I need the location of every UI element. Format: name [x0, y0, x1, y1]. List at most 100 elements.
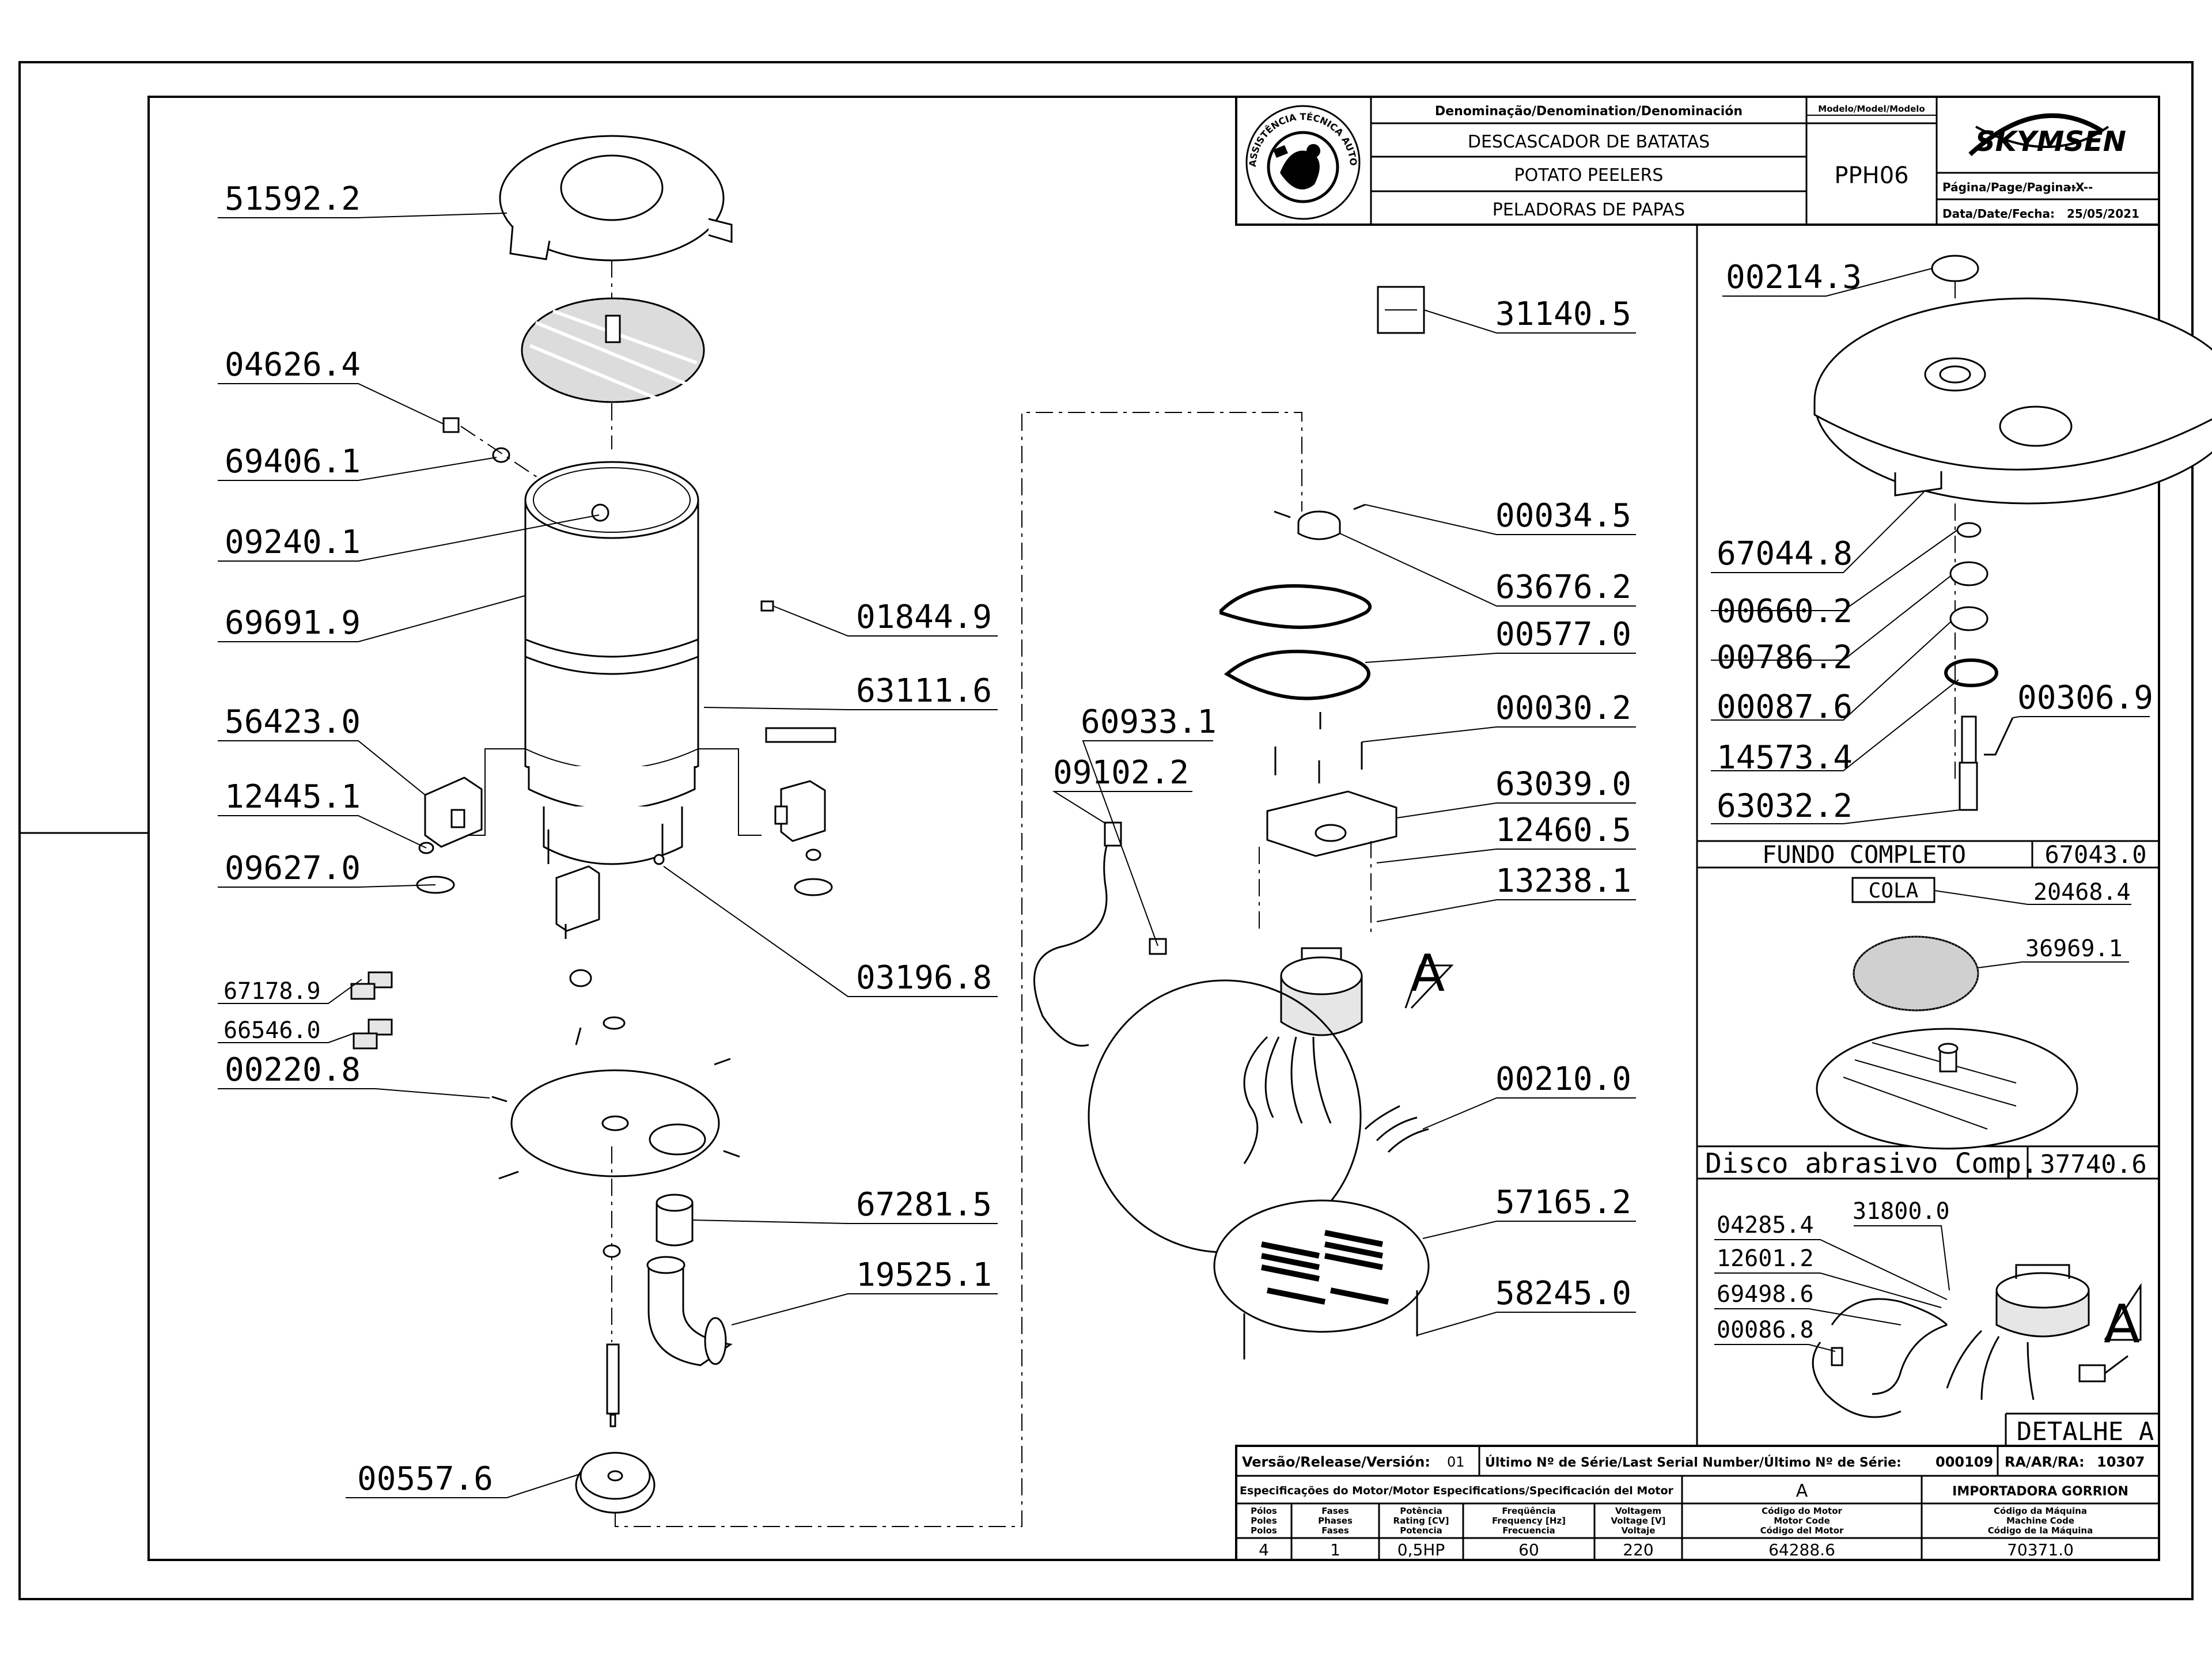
col-header-motor-code: Código do Motor Motor Code Código del Mo… [1760, 1506, 1844, 1536]
part-label-67044-8: 67044.8 [1717, 535, 1853, 573]
svg-text:Poles: Poles [1251, 1516, 1277, 1526]
cola-box [1851, 877, 1936, 903]
part-label-00306-9: 00306.9 [2017, 679, 2153, 717]
denomination-header: Denominação/Denomination/Denominación [1435, 104, 1743, 119]
detail-a-letter: A [2104, 1293, 2140, 1355]
page-label: Página/Page/Pagina: [1942, 180, 2075, 194]
svg-text:Phases: Phases [1318, 1516, 1353, 1526]
main-cylinder-body [524, 461, 836, 865]
part-label-51592-2: 51592.2 [225, 180, 361, 218]
svg-text:Frequency [Hz]: Frequency [Hz] [1492, 1516, 1566, 1526]
part-label-36969-1: 36969.1 [2025, 935, 2123, 962]
part-label-56423-0: 56423.0 [225, 703, 361, 741]
svg-text:Fases: Fases [1321, 1525, 1349, 1536]
part-label-00577-0: 00577.0 [1495, 616, 1631, 653]
part-label-69406-1: 69406.1 [225, 443, 361, 480]
fundo-shaft [1959, 715, 2014, 811]
motor-detail-callout: A [1410, 944, 1445, 1003]
value-machine-code: 70371.0 [2007, 1540, 2074, 1559]
part-label-57165-2: 57165.2 [1495, 1184, 1631, 1221]
belt-route-line [615, 412, 1302, 1527]
part-label-63039-0: 63039.0 [1495, 766, 1631, 803]
part-label-03196-8: 03196.8 [856, 959, 992, 997]
value-phases: 1 [1330, 1540, 1340, 1559]
part-label-63032-2: 63032.2 [1717, 787, 1853, 825]
top-bushing [1931, 255, 1979, 282]
foot-bracket-left [416, 777, 483, 894]
washer [492, 447, 510, 463]
pipe-sleeve [656, 1194, 694, 1247]
svg-text:Código del Motor: Código del Motor [1760, 1525, 1844, 1536]
part-label-00557-6: 00557.6 [357, 1460, 493, 1498]
part-label-04626-4: 04626.4 [225, 346, 361, 384]
part-label-69498-6: 69498.6 [1717, 1281, 1814, 1308]
name-english: POTATO PEELERS [1514, 165, 1664, 185]
fundo-completo-code: 67043.0 [2044, 840, 2146, 869]
svg-text:Motor Code: Motor Code [1774, 1516, 1830, 1526]
fundo-completo-label: FUNDO COMPLETO [1762, 840, 1966, 869]
motor-spec-letter: A [1796, 1481, 1808, 1501]
svg-text:Polos: Polos [1251, 1525, 1277, 1536]
exploded-view-main: 51592.2 04626.4 69406.1 09240.1 69691.9 … [218, 135, 1636, 1527]
part-label-67178-9: 67178.9 [224, 978, 321, 1005]
bottom-pulley [575, 1452, 656, 1514]
svg-text:Código de la Máquina: Código de la Máquina [1988, 1525, 2093, 1536]
svg-text:Pólos: Pólos [1251, 1506, 1277, 1516]
bottom-plate [491, 1016, 740, 1180]
name-portuguese: DESCASCADOR DE BATATAS [1468, 132, 1710, 152]
part-label-69691-9: 69691.9 [225, 604, 361, 642]
fitting [442, 417, 460, 433]
abrasive-disc-complete [1816, 1028, 2078, 1150]
cola-label: COLA [1869, 879, 1919, 903]
svg-text:Frecuencia: Frecuencia [1502, 1525, 1555, 1536]
part-label-63676-2: 63676.2 [1495, 569, 1631, 606]
top-cover-ring [499, 135, 733, 262]
svg-text:Fases: Fases [1321, 1506, 1349, 1516]
date-label: Data/Date/Fecha: [1942, 207, 2055, 221]
part-label-63111-6: 63111.6 [856, 672, 992, 710]
svg-text:Voltagem: Voltagem [1615, 1506, 1661, 1516]
part-label-00214-3: 00214.3 [1726, 259, 1862, 296]
seal-ring [1956, 522, 1982, 538]
part-label-09627-0: 09627.0 [225, 850, 361, 887]
leader-lines [218, 213, 1636, 1498]
part-label-58245-0: 58245.0 [1495, 1275, 1631, 1312]
seal-text: ASSISTÊNCIA TÉCNICA AUTORIZADA [0, 0, 1359, 167]
value-motor-code: 64288.6 [1768, 1540, 1835, 1559]
part-label-09102-2: 09102.2 [1053, 754, 1189, 791]
switch-box [547, 824, 665, 987]
wire-clips [350, 971, 393, 1050]
svg-text:Potencia: Potencia [1400, 1525, 1442, 1536]
disco-abrasivo-label: Disco abrasivo Comp. [1705, 1147, 2038, 1180]
fundo-base-plate [1813, 297, 2212, 505]
ra-label: RA/AR/RA: [2005, 1454, 2085, 1470]
part-label-60933-1: 60933.1 [1081, 703, 1217, 741]
springs [1364, 1105, 1429, 1153]
detalhe-a-label: DETALHE A [2017, 1417, 2154, 1446]
svg-text:Potência: Potência [1400, 1506, 1442, 1516]
motor-assembly [1033, 503, 1454, 1253]
part-label-00220-8: 00220.8 [225, 1051, 361, 1089]
detail-panel-content: 00214.3 67044.8 00660.2 00786.2 00087.6 … [1705, 255, 2212, 1446]
part-label-12460-5: 12460.5 [1495, 812, 1631, 849]
part-label-31800-0: 31800.0 [1853, 1198, 1950, 1225]
part-label-14573-4: 14573.4 [1717, 739, 1853, 777]
outer-border [18, 61, 2194, 1600]
model-code: PPH06 [1834, 162, 1908, 189]
value-voltage: 220 [1623, 1540, 1653, 1559]
svg-text:Freqüência: Freqüência [1502, 1506, 1555, 1516]
part-label-20468-4: 20468.4 [2033, 879, 2131, 906]
part-label-04285-4: 04285.4 [1717, 1212, 1814, 1238]
motor-spec-label: Especificações do Motor/Motor Especifica… [1240, 1484, 1674, 1497]
inner-border [147, 96, 2160, 1561]
elbow-pipe [646, 1256, 733, 1366]
brand-name: SKYMSEN [1975, 126, 2126, 158]
ra-value: 10307 [2097, 1454, 2145, 1470]
skymsen-brand-logo: SKYMSEN [1968, 113, 2126, 158]
name-spanish: PELADORAS DE PAPAS [1493, 200, 1685, 220]
title-block: Denominação/Denomination/Denominación Mo… [1235, 96, 2160, 226]
svg-text:Código do Motor: Código do Motor [1762, 1506, 1842, 1516]
col-header-rating: Potência Rating [CV] Potencia [1393, 1506, 1449, 1536]
svg-text:Código da Máquina: Código da Máquina [1994, 1506, 2087, 1516]
